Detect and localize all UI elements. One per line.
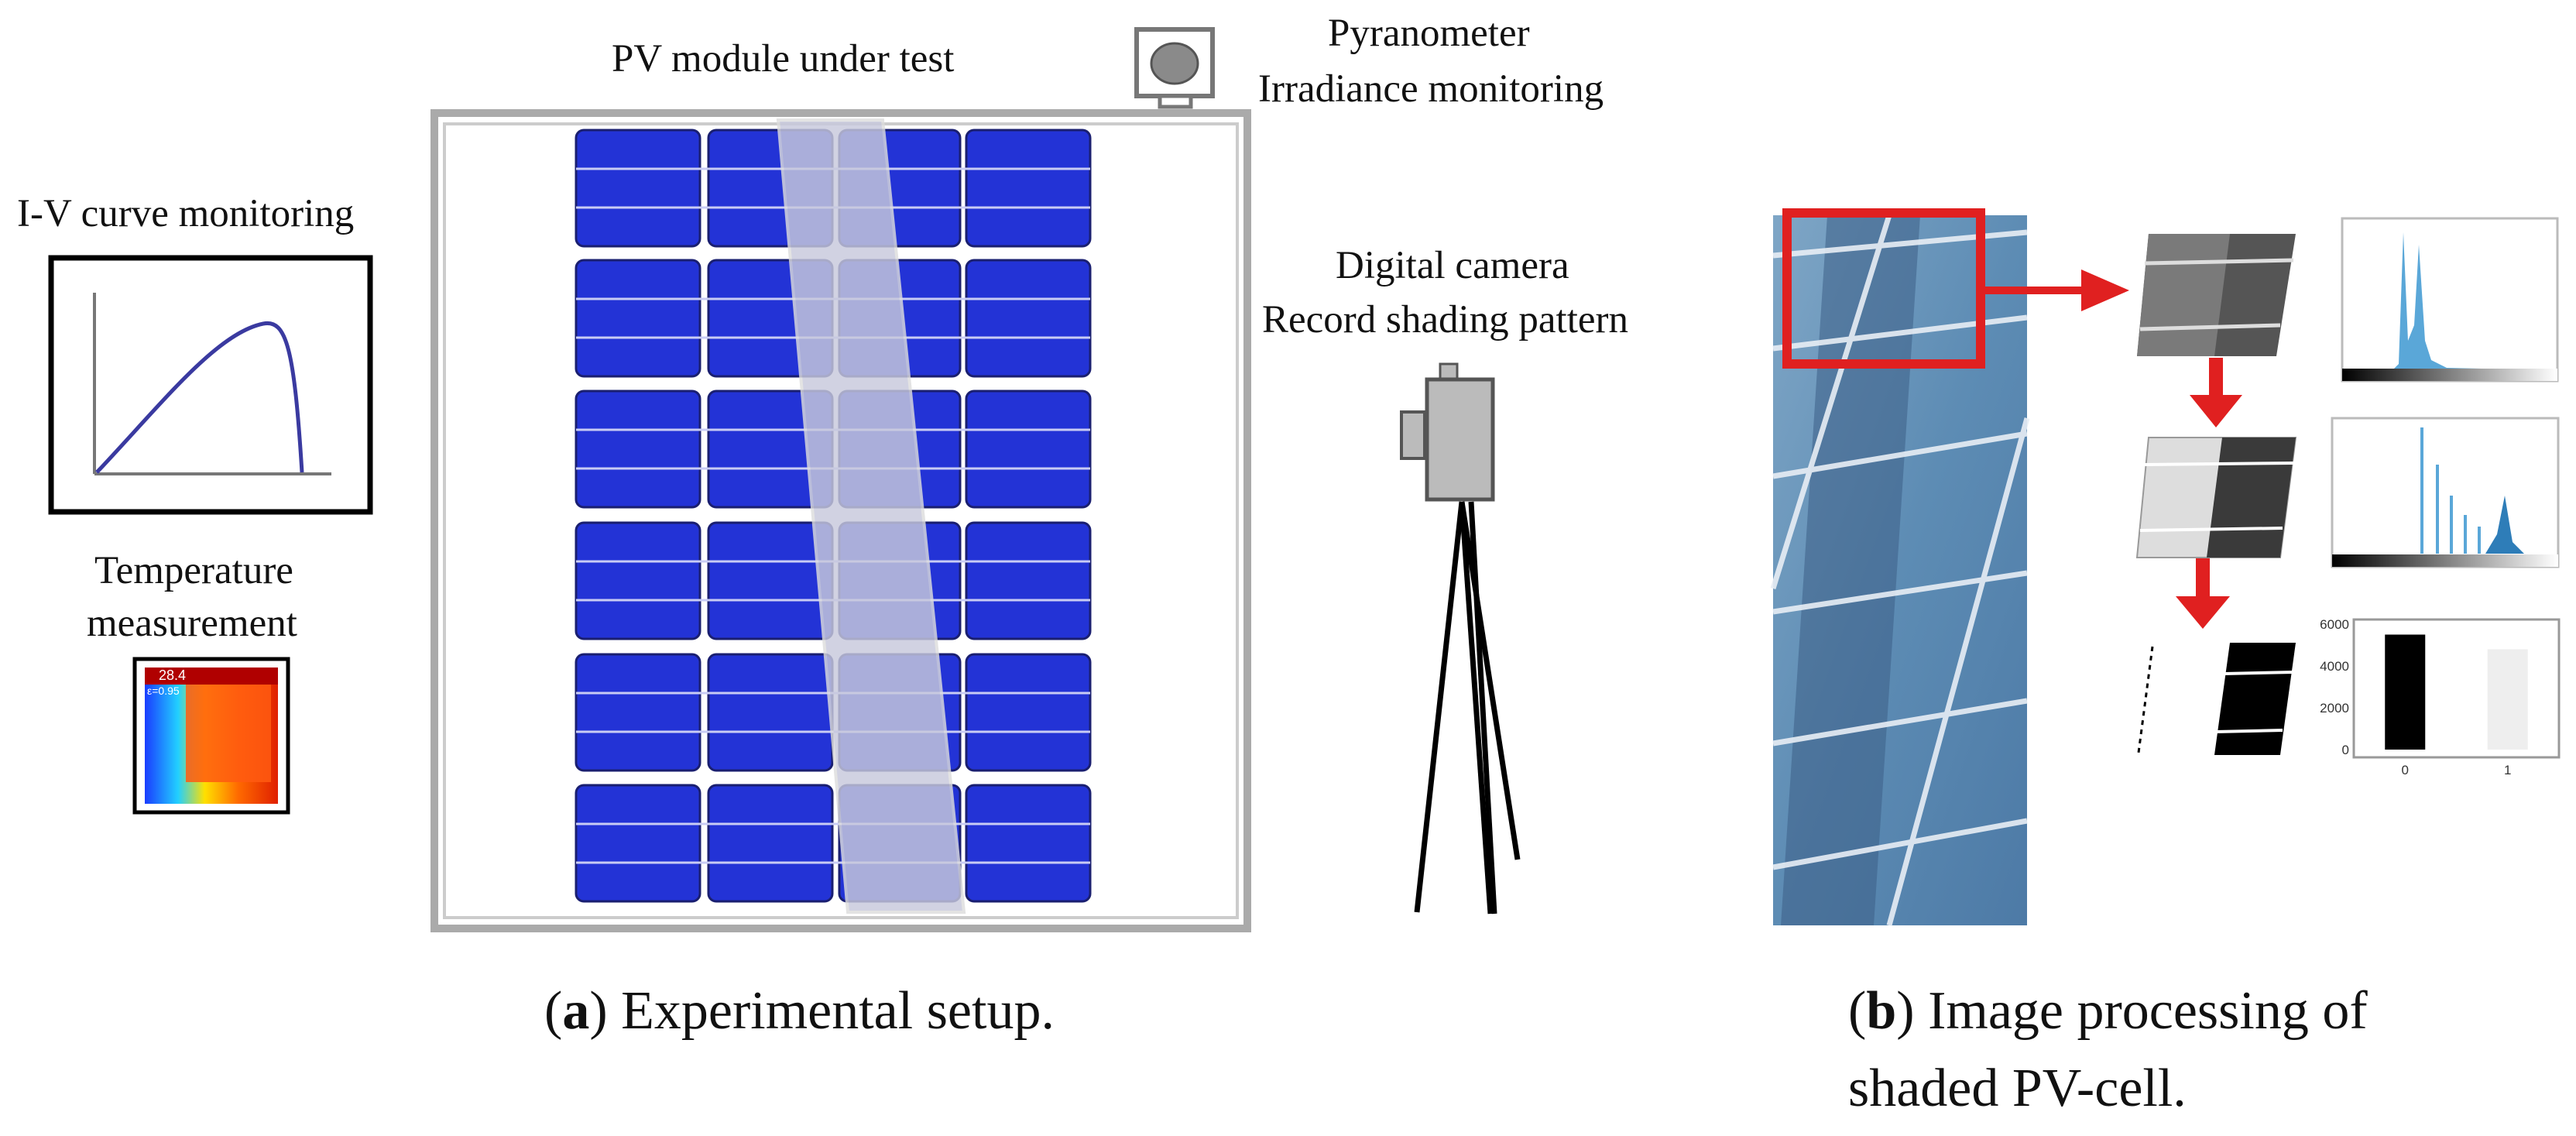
bar-1 xyxy=(2487,649,2528,750)
caption-b-line2: shaded PV-cell. xyxy=(1848,1059,2187,1118)
histogram-enhanced xyxy=(2331,417,2560,568)
x-tick-label: 0 xyxy=(2402,763,2409,777)
x-tick-label: 1 xyxy=(2504,763,2511,777)
iv-curve-label: I-V curve monitoring xyxy=(17,192,355,235)
red-arrows xyxy=(1981,269,2242,629)
pv-module-label: PV module under test xyxy=(612,37,955,81)
caption-b: (b) Image processing of xyxy=(1848,981,2368,1041)
iv-curve-plot xyxy=(48,255,373,515)
thermal-emissivity: ε=0.95 xyxy=(147,685,180,697)
caption-a-letter: a xyxy=(562,981,590,1041)
caption-b-text-1: Image processing of xyxy=(1928,981,2368,1041)
caption-b-letter: b xyxy=(1866,981,1897,1041)
pyranometer-icon xyxy=(1134,27,1215,109)
tripod-icon xyxy=(1414,501,1521,915)
binary-cell-image xyxy=(2137,643,2296,755)
grayscale-cell-image xyxy=(2137,234,2296,356)
shaded-pv-photo xyxy=(1770,208,2030,926)
camera-icon xyxy=(1400,362,1495,502)
pyranometer-label: Pyranometer xyxy=(1328,12,1530,55)
bar-0 xyxy=(2385,634,2426,750)
shading-pattern-label: Record shading pattern xyxy=(1262,298,1629,341)
irradiance-label: Irradiance monitoring xyxy=(1258,67,1604,111)
y-tick-label: 4000 xyxy=(2320,659,2349,674)
shadow-strip xyxy=(776,118,966,914)
enhanced-cell-image xyxy=(2135,437,2297,558)
temperature-label: Temperature xyxy=(94,549,293,592)
histogram-grayscale xyxy=(2341,217,2559,383)
thermal-image xyxy=(132,657,290,815)
binary-histogram-chart: 6000 4000 2000 0 0 1 xyxy=(2320,617,2561,777)
pv-module xyxy=(430,109,1251,932)
y-tick-label: 0 xyxy=(2342,743,2349,757)
digital-camera-label: Digital camera xyxy=(1336,244,1569,287)
caption-a-text: Experimental setup. xyxy=(621,981,1055,1041)
caption-a: (a) Experimental setup. xyxy=(544,981,1055,1041)
thermal-temp-readout: 28.4 xyxy=(159,668,187,683)
measurement-label: measurement xyxy=(87,602,297,645)
y-tick-label: 2000 xyxy=(2320,701,2349,716)
y-tick-label: 6000 xyxy=(2320,617,2349,632)
